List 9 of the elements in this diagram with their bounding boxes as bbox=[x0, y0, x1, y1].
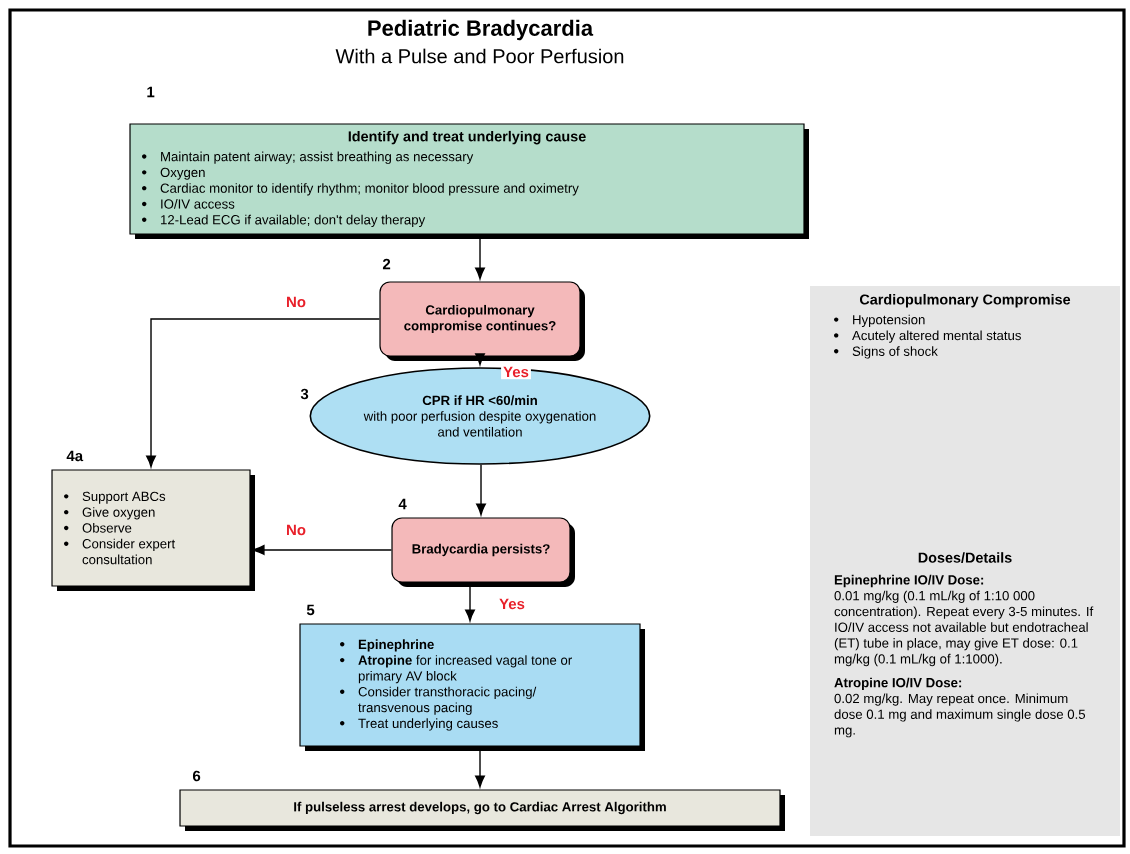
arrow bbox=[476, 464, 486, 516]
arrow bbox=[475, 353, 485, 366]
title: Pediatric Bradycardia bbox=[368, 19, 594, 41]
arrow bbox=[252, 545, 393, 555]
arrow bbox=[475, 233, 485, 280]
arrow bbox=[146, 318, 381, 468]
subtitle: With a Pulse and Poor Perfusion bbox=[335, 48, 624, 64]
arrow bbox=[465, 581, 475, 622]
arrow bbox=[475, 745, 485, 788]
